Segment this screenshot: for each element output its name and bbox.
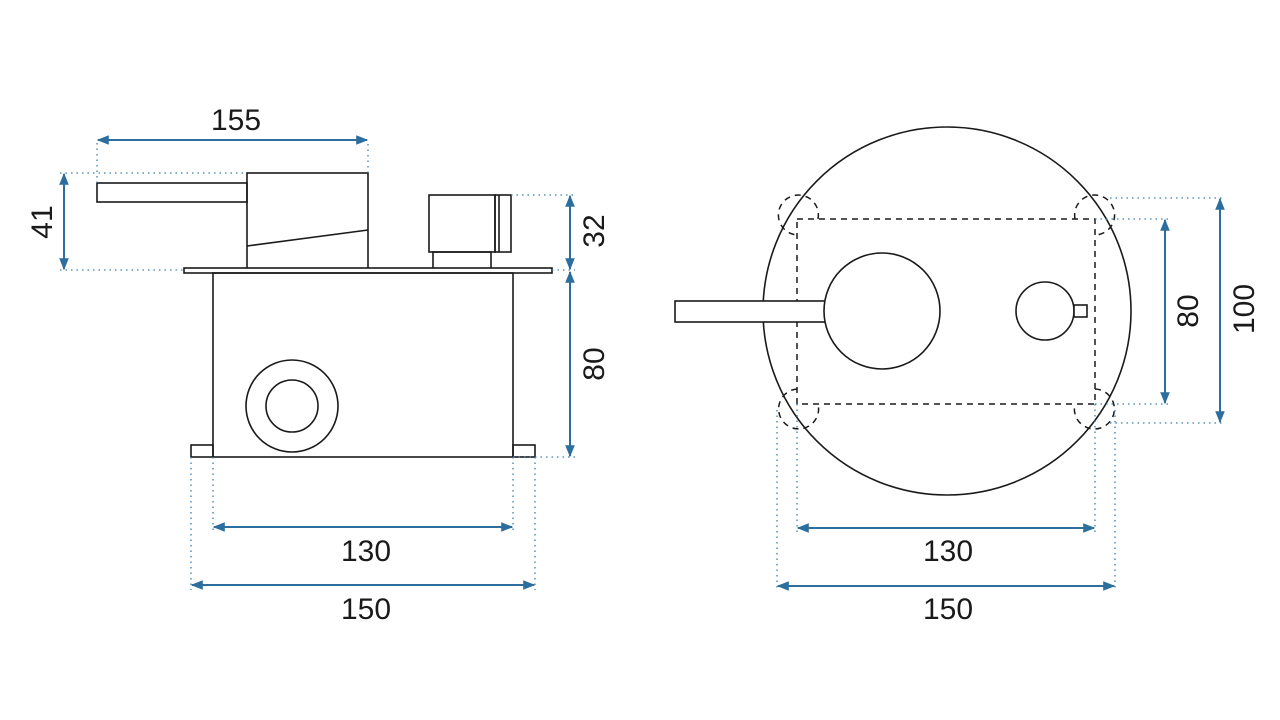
dim-label-150-side: 150 <box>341 593 391 626</box>
side-knob-cap <box>494 194 512 253</box>
front-knob-indicator <box>1073 304 1088 318</box>
dim-label-150-front: 150 <box>923 593 973 626</box>
side-knob-stem <box>432 251 492 270</box>
dim-label-100-front: 100 <box>1228 284 1261 334</box>
side-handle-body-line <box>246 229 369 247</box>
side-flange-right <box>512 444 536 458</box>
dim-label-130-side: 130 <box>341 535 391 568</box>
front-extension-lines <box>776 197 1225 590</box>
front-handle-disc <box>823 252 941 370</box>
side-handle-body <box>246 172 369 271</box>
dim-label-32: 32 <box>578 214 611 247</box>
dim-label-80-side: 80 <box>578 347 611 380</box>
front-hidden-flanges <box>777 194 1116 430</box>
front-handle-lever <box>674 300 831 323</box>
dim-label-41: 41 <box>26 205 59 238</box>
front-knob <box>1015 281 1075 341</box>
side-handle-lever <box>96 182 248 203</box>
side-view: 155 41 32 80 130 150 <box>26 104 611 626</box>
dim-label-130-front: 130 <box>923 535 973 568</box>
side-box-body <box>212 272 514 458</box>
side-extension-lines <box>60 143 575 590</box>
front-view: 80 100 130 150 <box>674 126 1261 626</box>
side-port-outer <box>245 359 339 453</box>
side-knob <box>428 194 496 253</box>
side-port-inner <box>265 379 319 433</box>
dim-label-80-front: 80 <box>1172 294 1205 327</box>
side-flange-left <box>190 444 214 458</box>
dim-label-155: 155 <box>211 104 261 137</box>
